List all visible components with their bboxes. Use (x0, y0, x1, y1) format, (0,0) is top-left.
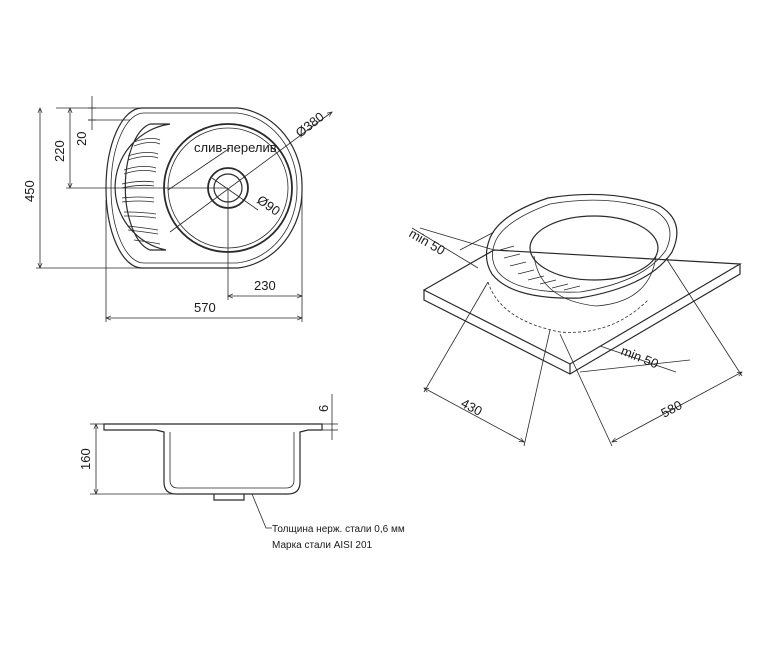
diameter-90-label: Ø90 (254, 192, 283, 218)
overflow-drain-label: слив-перелив (194, 140, 277, 155)
sink-inner-rim (110, 112, 298, 264)
dim-6-label: 6 (316, 405, 331, 412)
note-steel-thickness: Толщина нерж. стали 0,6 мм (272, 524, 405, 535)
iso-bowl (529, 215, 659, 281)
sink-side-profile (103, 423, 323, 495)
countertop-top (422, 249, 743, 365)
drainboard-outline (114, 123, 171, 251)
dim-220-label: 220 (52, 140, 67, 162)
dim-430-label: 430 (459, 395, 485, 418)
isometric-view: min 50 min 50 430 580 (407, 193, 743, 447)
side-view: 6 160 Толщина нерж. стали 0,6 мм Марка с… (78, 394, 405, 551)
dim-570-label: 570 (194, 300, 216, 315)
iso-sink-rim (485, 193, 678, 299)
drainboard-grooves (121, 138, 161, 245)
note-steel-grade: Марка стали AISI 201 (272, 540, 373, 551)
dim-450-label: 450 (22, 180, 37, 202)
dim-230-label: 230 (254, 278, 276, 293)
drain-outlet (213, 494, 245, 501)
iso-drainboard-grooves (499, 245, 581, 291)
dim-160-label: 160 (78, 448, 93, 470)
top-view: слив-перелив Ø380 Ø90 20 220 450 230 570 (22, 96, 332, 322)
diameter-380-label: Ø380 (293, 109, 327, 140)
dim-580-label: 580 (658, 397, 684, 420)
dim-20-label: 20 (74, 132, 89, 146)
